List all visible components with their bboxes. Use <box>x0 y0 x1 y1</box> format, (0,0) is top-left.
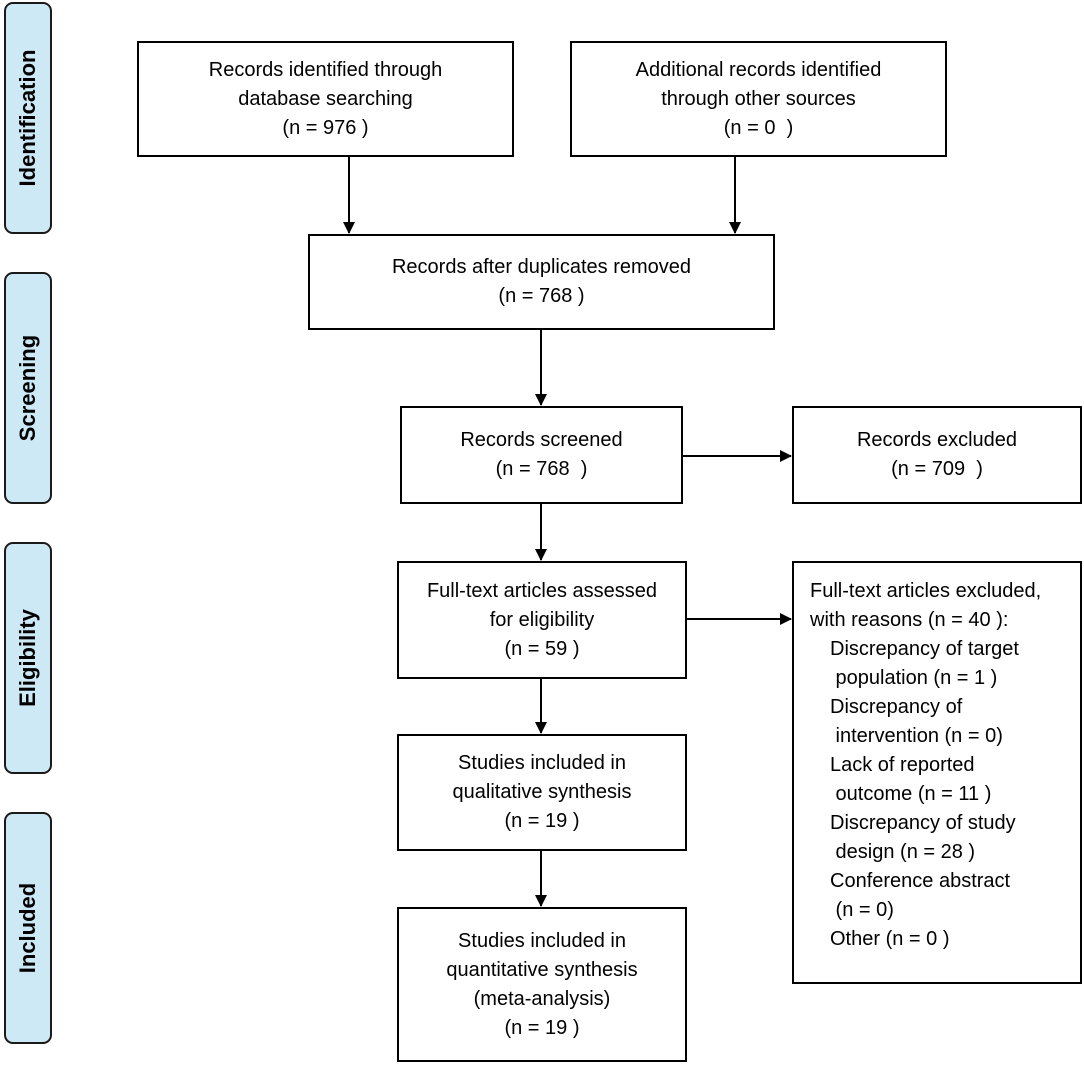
box-line: Records identified through <box>208 58 443 81</box>
box-other-sources: Additional records identified through ot… <box>570 41 947 157</box>
box-database-search: Records identified through database sear… <box>137 41 514 157</box>
box-line: (meta-analysis) <box>473 987 611 1010</box>
exclusion-reason: Other (n = 0 ) <box>830 928 950 950</box>
box-line: (n = 19 ) <box>504 1016 580 1039</box>
box-line: (n = 768 ) <box>495 458 588 480</box>
exclusion-reason: Discrepancy of target <box>830 638 1019 660</box>
box-line: through other sources <box>661 87 856 110</box>
exclusion-reason-list: Discrepancy of target population (n = 1 … <box>810 635 1080 954</box>
box-line: Studies included in <box>458 752 626 774</box>
exclusion-reason: (n = 0) <box>830 899 894 921</box>
box-fulltext-excluded: Full-text articles excluded, with reason… <box>792 561 1082 984</box>
box-line: quantitative synthesis <box>446 958 638 981</box>
excluded-header-line: with reasons (n = 40 ): <box>810 609 1009 631</box>
box-line: Studies included in <box>458 929 626 952</box>
box-line: (n = 19 ) <box>504 810 580 832</box>
phase-screening: Screening <box>4 272 52 504</box>
exclusion-reason: Conference abstract <box>830 870 1011 892</box>
box-qualitative-synthesis: Studies included in qualitative synthesi… <box>397 734 687 851</box>
box-line: Records screened <box>460 429 623 451</box>
box-line: (n = 768 ) <box>498 285 585 307</box>
box-line: (n = 59 ) <box>504 637 580 660</box>
box-line: Full-text articles assessed <box>426 579 658 602</box>
box-line: (n = 709 ) <box>891 458 983 480</box>
box-records-screened: Records screened (n = 768 ) <box>400 406 683 504</box>
box-line: Records excluded <box>856 429 1018 451</box>
box-records-excluded: Records excluded (n = 709 ) <box>792 406 1082 504</box>
box-line: Records after duplicates removed <box>391 256 692 278</box>
box-line: qualitative synthesis <box>452 781 632 803</box>
exclusion-reason: intervention (n = 0) <box>830 725 1003 747</box>
box-line: Additional records identified <box>635 58 882 81</box>
exclusion-reason: population (n = 1 ) <box>830 667 998 689</box>
box-quantitative-synthesis: Studies included in quantitative synthes… <box>397 907 687 1062</box>
excluded-header-line: Full-text articles excluded, <box>810 580 1042 602</box>
exclusion-reason: Discrepancy of study <box>830 812 1016 834</box>
box-line: (n = 976 ) <box>282 116 369 139</box>
box-fulltext-assessed: Full-text articles assessed for eligibil… <box>397 561 687 679</box>
exclusion-reason: Discrepancy of <box>830 696 963 718</box>
box-line: database searching <box>238 87 413 110</box>
exclusion-reason: outcome (n = 11 ) <box>830 783 992 805</box>
box-line: for eligibility <box>489 608 595 631</box>
box-after-duplicates: Records after duplicates removed (n = 76… <box>308 234 775 330</box>
exclusion-reason: design (n = 28 ) <box>830 841 976 863</box>
exclusion-reason: Lack of reported <box>830 754 975 776</box>
box-line: (n = 0 ) <box>723 116 794 139</box>
phase-included: Included <box>4 812 52 1044</box>
phase-identification: Identification <box>4 2 52 234</box>
phase-eligibility: Eligibility <box>4 542 52 774</box>
